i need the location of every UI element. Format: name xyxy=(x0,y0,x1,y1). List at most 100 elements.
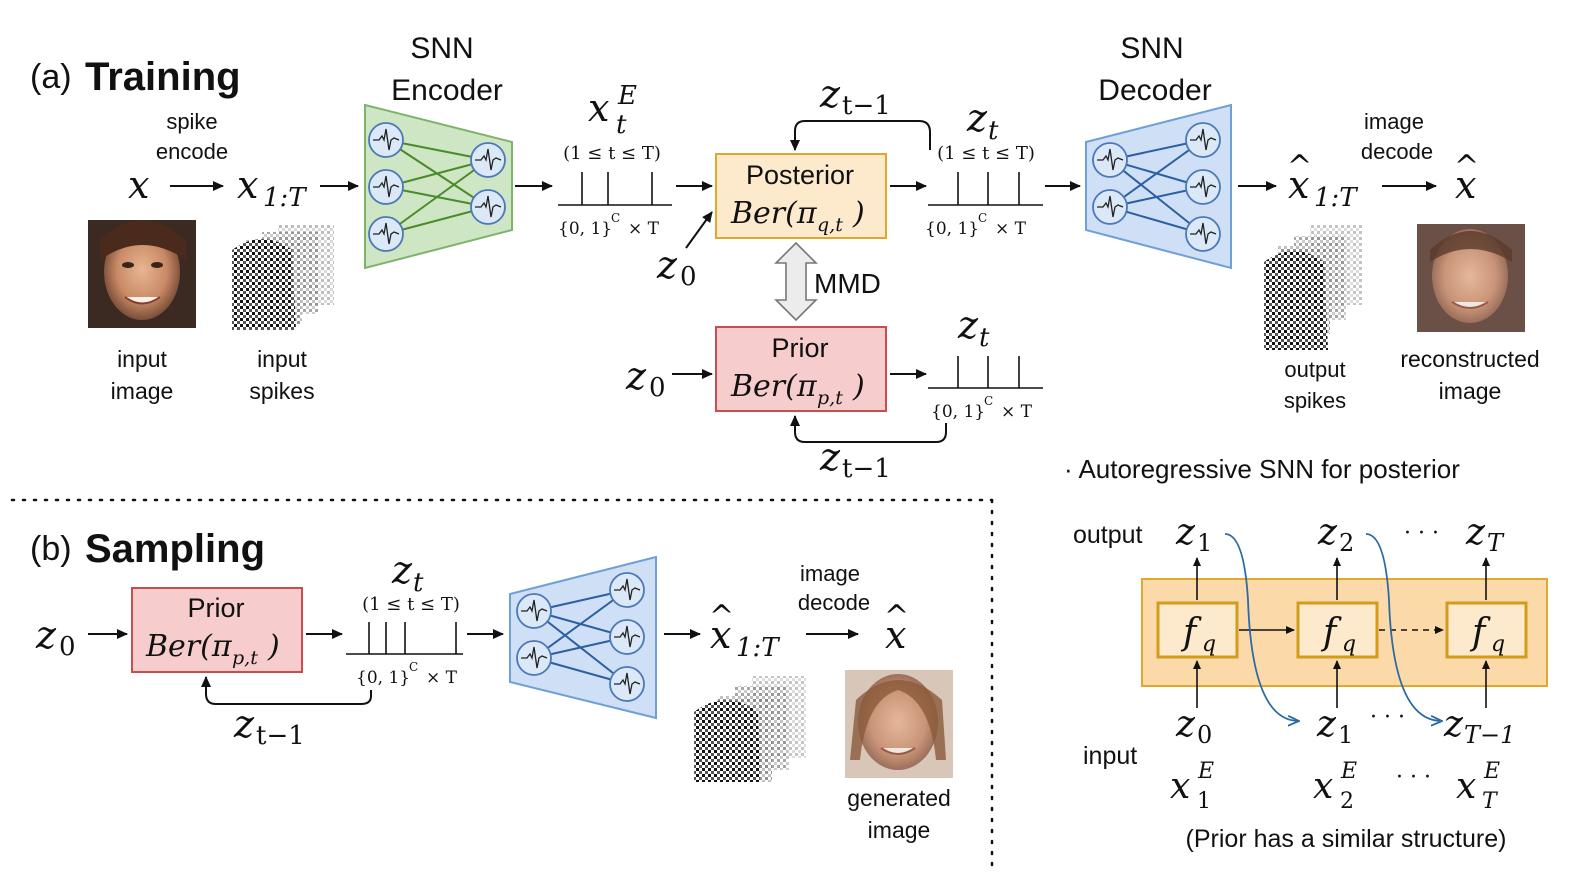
ar-blue-arrow-2 xyxy=(1365,533,1441,721)
feedback-bottom-z-sub: t−1 xyxy=(842,454,891,484)
posterior-ber: Ber(π xyxy=(730,196,818,231)
section-separator xyxy=(10,498,994,868)
posterior-z0-sub: 0 xyxy=(680,262,697,292)
input-spikes-label-2: spikes xyxy=(249,378,314,404)
ar-x2E: x xyxy=(1313,766,1333,807)
ar-in-zTm1: z xyxy=(1443,704,1464,745)
ar-xTE-sup: E xyxy=(1483,759,1500,784)
training-title: Training xyxy=(85,55,241,99)
ar-x1E: x xyxy=(1170,766,1190,807)
ar-xTE: x xyxy=(1456,766,1476,807)
sampling-z0-sub: 0 xyxy=(59,632,76,662)
prior-zt-set-tail: × T xyxy=(1001,402,1033,422)
encoder-title-1: SNN xyxy=(410,32,473,65)
input-image-label-2: image xyxy=(111,378,174,404)
ar-out-z1-sub: 1 xyxy=(1197,529,1212,557)
ar-fq-box-1 xyxy=(1156,601,1239,659)
sampling-zt-set-tail: × T xyxy=(426,668,458,688)
feedback-bottom-z: z xyxy=(819,435,841,479)
ar-in-z1-sub: 1 xyxy=(1338,721,1353,749)
sampling-snn-decoder xyxy=(509,555,657,720)
input-spikes-label-1: input xyxy=(257,346,307,372)
snn-decoder xyxy=(1085,103,1232,270)
training-label-prefix: (a) xyxy=(30,58,72,96)
prior-z0-sub: 0 xyxy=(649,373,666,403)
output-spikes-stack xyxy=(1264,225,1362,350)
generated-spikes-stack xyxy=(694,676,806,782)
prior-title: Prior xyxy=(771,333,828,363)
ar-x1E-sub: 1 xyxy=(1197,789,1211,814)
sampling-zt-set-sup: C xyxy=(409,660,418,674)
zt-symbol: z xyxy=(966,96,988,140)
prior-zt-set: {0, 1} xyxy=(931,402,985,422)
reconstructed-x-hat: ^ xyxy=(1454,149,1479,184)
decoder-title-1: SNN xyxy=(1120,32,1183,65)
input-spikes-stack xyxy=(232,225,334,330)
sampling-feedback-z: z xyxy=(233,702,255,746)
zt-spike-train xyxy=(928,172,1043,206)
ar-out-z2: z xyxy=(1317,512,1338,553)
posterior-title: Posterior xyxy=(746,160,854,190)
zt-range: (1 ≤ t ≤ T) xyxy=(937,143,1035,164)
ar-in-dots: · · · xyxy=(1370,705,1405,730)
reconstructed-label-2: image xyxy=(1439,378,1502,404)
sampling-zt-sub: t xyxy=(413,568,424,598)
sampling-feedback-z-sub: t−1 xyxy=(256,721,305,751)
xtE-spike-train xyxy=(558,172,672,206)
prior-z0: z xyxy=(625,354,647,398)
spike-encode-line2: encode xyxy=(156,139,228,164)
xtE-set: {0, 1} xyxy=(558,219,612,239)
sampling-title: Sampling xyxy=(85,527,265,571)
ar-in-z0-sub: 0 xyxy=(1197,721,1212,749)
reconstructed-label-1: reconstructed xyxy=(1400,346,1539,372)
input-image xyxy=(88,220,196,328)
prior-box xyxy=(715,326,887,412)
ar-fq-3-sub: q xyxy=(1491,632,1505,657)
prior-ber-close: ) xyxy=(852,369,865,404)
xtE-set-sup: C xyxy=(611,211,620,225)
spike-encode-line1: spike xyxy=(166,109,217,134)
zt-set: {0, 1} xyxy=(925,219,979,239)
sampling-image-decode-2: decode xyxy=(798,590,870,615)
sampling-prior-ber: Ber(π xyxy=(145,629,233,664)
output-spikes-symbol-sub: 1:T xyxy=(1314,183,1358,213)
ar-x-dots: · · · xyxy=(1396,765,1431,790)
image-decode-line2: decode xyxy=(1361,139,1433,164)
prior-ber-sub: p,t xyxy=(817,387,843,409)
sampling-zt-set: {0, 1} xyxy=(356,668,410,688)
sampling-zt-spike-train xyxy=(346,622,463,655)
ar-in-z0: z xyxy=(1175,704,1196,745)
ar-fq-1-sub: q xyxy=(1202,632,1216,657)
ar-input-label: input xyxy=(1083,742,1137,770)
input-x: x xyxy=(128,163,149,207)
sampling-image-decode-1: image xyxy=(800,561,860,586)
sampling-xhat: x xyxy=(885,613,906,657)
ar-note: (Prior has a similar structure) xyxy=(1186,825,1507,853)
ar-out-zT: z xyxy=(1465,512,1486,553)
sampling-z0: z xyxy=(35,613,57,657)
reconstructed-x: x xyxy=(1455,163,1476,207)
sampling-prior-ber-close: ) xyxy=(267,629,280,664)
reconstructed-image xyxy=(1417,224,1525,332)
xtE-symbol: x xyxy=(588,86,609,130)
ar-in-z1: z xyxy=(1316,704,1337,745)
training-section: (a) Training spike encode x x 1:T input … xyxy=(30,32,1540,484)
generated-image-label-1: generated xyxy=(847,785,951,811)
posterior-box xyxy=(715,153,887,239)
sampling-xhat-1T-sub: 1:T xyxy=(736,633,780,663)
sampling-zt: z xyxy=(391,548,413,592)
prior-zt-set-sup: C xyxy=(984,394,993,408)
image-decode-line1: image xyxy=(1364,109,1424,134)
ar-in-zTm1-sub: T−1 xyxy=(1464,721,1515,749)
xtE-sub: t xyxy=(616,110,627,140)
ar-fq-box-3 xyxy=(1445,601,1528,659)
posterior-z0: z xyxy=(656,243,678,287)
arrow-z0-to-posterior xyxy=(685,211,713,249)
ar-output-label: output xyxy=(1073,521,1143,549)
prior-zt-spike-train xyxy=(928,356,1043,389)
ar-out-z2-sub: 2 xyxy=(1339,529,1354,557)
feedback-arrow-bottom xyxy=(790,415,947,443)
ar-fq-2-sub: q xyxy=(1342,632,1356,657)
prior-ber: Ber(π xyxy=(730,369,818,404)
sampling-xhat-1T: x xyxy=(710,613,731,657)
